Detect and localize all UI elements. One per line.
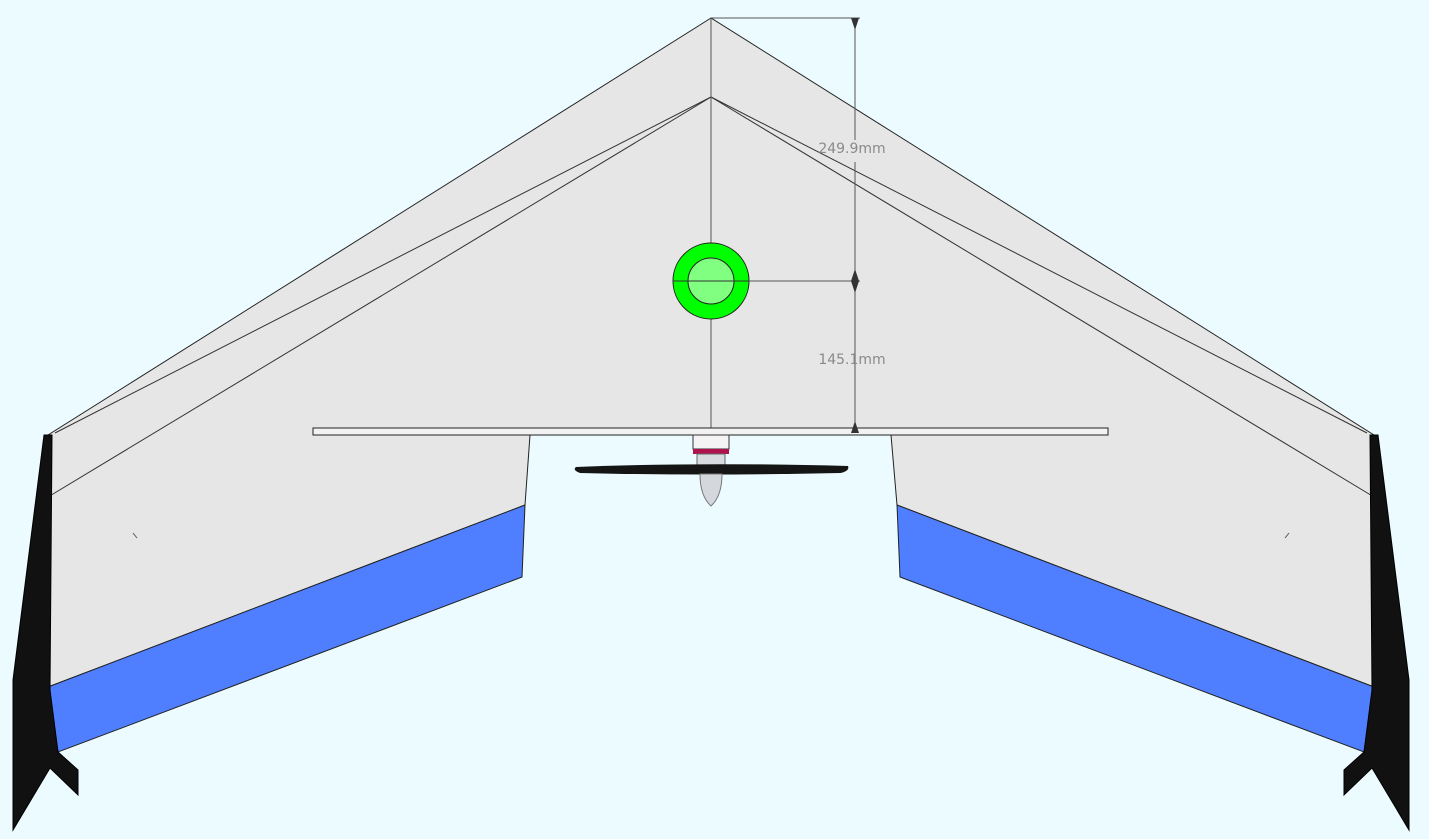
left-fin xyxy=(12,434,79,832)
propeller xyxy=(574,464,849,475)
spar xyxy=(312,427,1109,436)
wing-panel-lines xyxy=(47,18,1375,539)
dimension-lines xyxy=(711,17,860,433)
spinner xyxy=(699,473,723,507)
right-fin xyxy=(1343,434,1410,832)
dimension-cg-to-spar[interactable]: 145.1mm xyxy=(818,352,885,368)
dimension-nose-to-cg[interactable]: 249.9mm xyxy=(818,141,885,157)
cg-marker[interactable] xyxy=(672,242,750,320)
motor-assembly xyxy=(574,434,849,507)
